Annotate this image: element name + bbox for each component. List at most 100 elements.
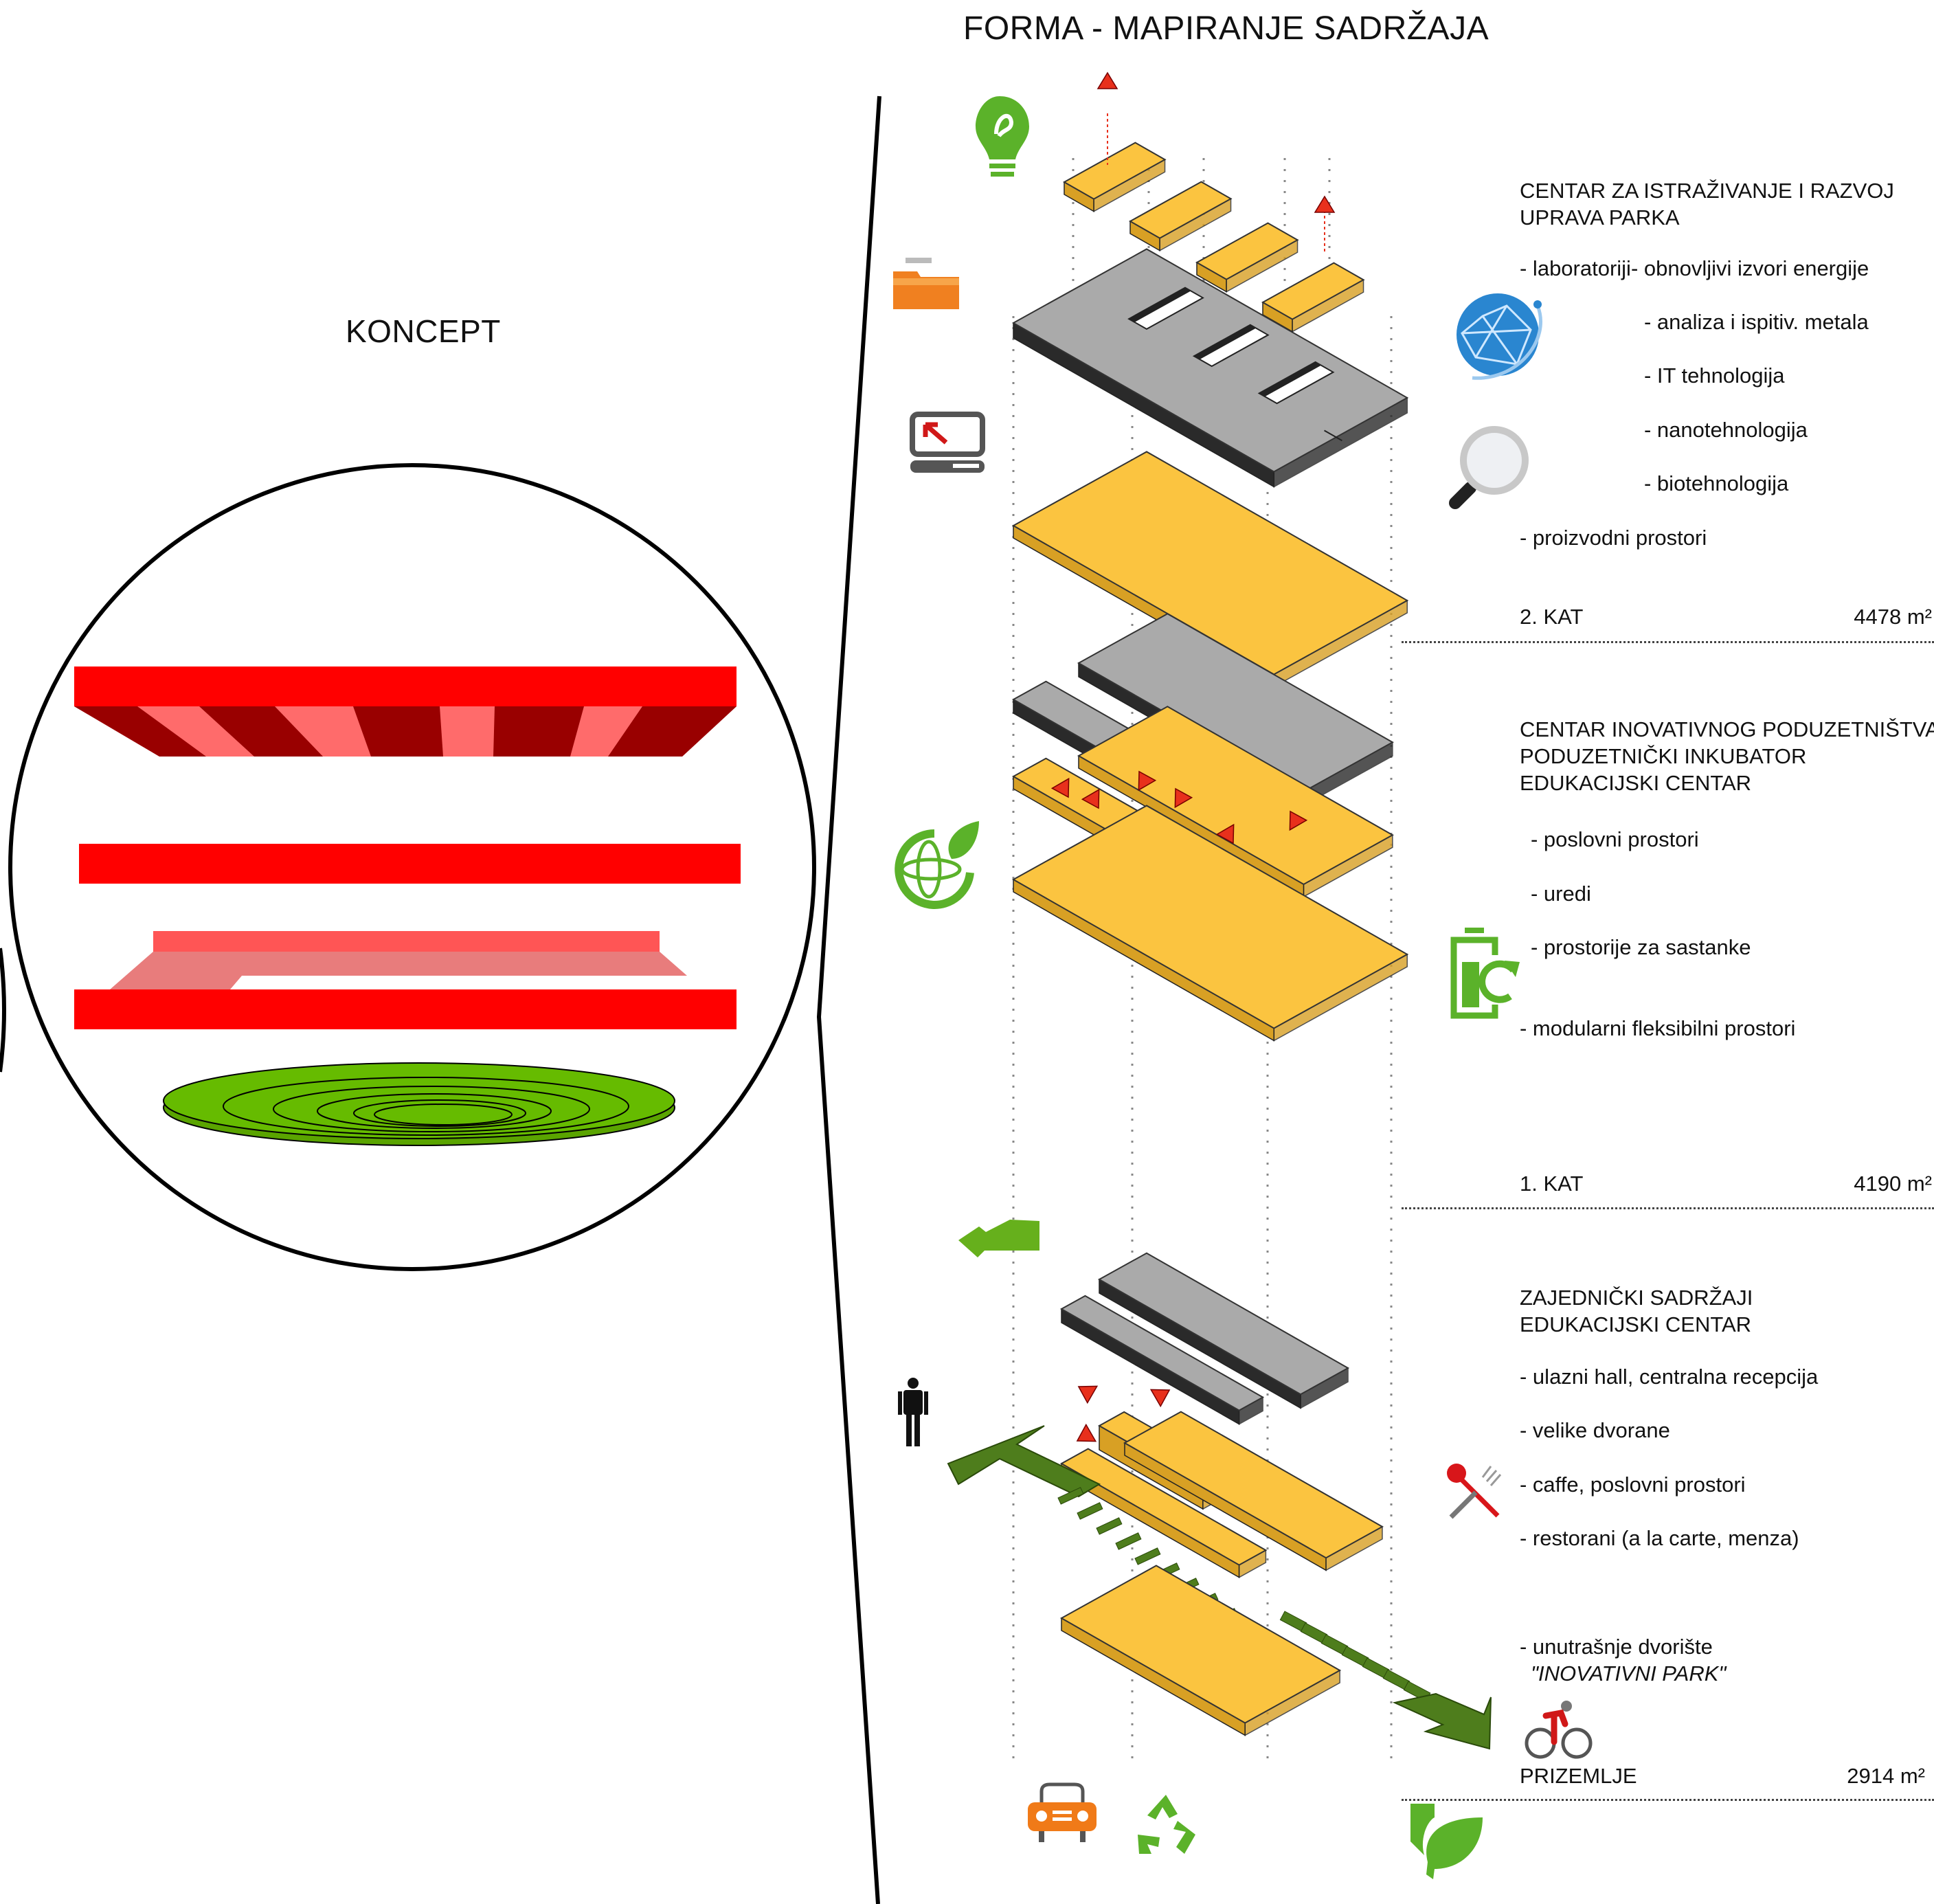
path-step — [1134, 1547, 1161, 1565]
slab-top — [1059, 1565, 1342, 1724]
flow-arrow-marker — [1314, 195, 1336, 213]
car-icon — [1028, 1782, 1097, 1842]
list-item: - ulazni hall, centralna recepcija — [1520, 1365, 1819, 1389]
floor-label: 2. KAT — [1520, 605, 1584, 629]
courtyard-name: "INOVATIVNI PARK" — [1531, 1661, 1727, 1685]
slab-top — [1128, 181, 1233, 239]
green-arrow-icon — [958, 1220, 1039, 1257]
slab-top — [1059, 1295, 1265, 1411]
heading-line: PODUZETNIČKI INKUBATOR — [1520, 744, 1807, 768]
leaf-icon — [1410, 1804, 1483, 1879]
list-item: - velike dvorane — [1520, 1418, 1670, 1442]
battery-recycle-icon — [1450, 928, 1520, 1019]
floor-separator — [1402, 641, 1934, 643]
list-item: - poslovni prostori — [1531, 827, 1699, 851]
magnifier-icon — [1449, 426, 1529, 509]
restaurant-icon — [1447, 1464, 1502, 1519]
recycle-icon — [1138, 1795, 1195, 1854]
floor-label: 1. KAT — [1520, 1172, 1584, 1196]
heading-line: UPRAVA PARKA — [1520, 205, 1680, 229]
slab-top — [1062, 142, 1167, 200]
roof-beam — [1261, 262, 1365, 333]
list-item: - modularni fleksibilni prostori — [1520, 1016, 1796, 1040]
slab-top — [1077, 706, 1394, 886]
slab-top — [1195, 222, 1299, 280]
computer-icon — [910, 412, 985, 473]
page-title: FORMA - MAPIRANJE SADRŽAJA — [963, 10, 1489, 47]
heading-line: CENTAR ZA ISTRAŽIVANJE I RAZVOJ — [1520, 179, 1894, 203]
flow-arrow-marker — [1076, 1423, 1097, 1442]
flow-arrow-marker — [1215, 823, 1235, 844]
concept-mid-level — [79, 844, 741, 884]
folder-icon — [893, 258, 959, 309]
eco-globe-icon — [895, 821, 979, 909]
slab-top — [1059, 1448, 1268, 1566]
path-step — [1057, 1487, 1084, 1505]
list-item: - proizvodni prostori — [1520, 526, 1707, 550]
floor-2-grey-slab — [1011, 248, 1409, 488]
list-item: - biotehnologija — [1644, 471, 1789, 495]
ground-yellow-slab — [1059, 1565, 1342, 1736]
roof-beam — [1128, 181, 1233, 251]
list-item: - restorani (a la carte, menza) — [1520, 1526, 1799, 1550]
opening-wall — [1193, 324, 1256, 360]
list-item: - analiza i ispitiv. metala — [1644, 310, 1869, 334]
floor-1-heading: CENTAR INOVATIVNOG PODUZETNIŠTVA PODUZET… — [1520, 716, 1934, 796]
list-item: - IT tehnologija — [1644, 363, 1785, 388]
floor-1-yellow-strip-back — [1077, 706, 1394, 898]
ground-floor-heading: ZAJEDNIČKI SADRŽAJI EDUKACIJSKI CENTAR — [1520, 1284, 1753, 1338]
ground-grey-slab-front — [1059, 1295, 1265, 1425]
floor-area: 4478 m² — [1854, 605, 1932, 629]
list-item: - nanotehnologija — [1644, 418, 1808, 442]
exploded-axonometric — [947, 71, 1492, 1759]
flow-arrow-marker — [1077, 1385, 1099, 1404]
flow-arrow-marker — [1289, 810, 1308, 831]
ground-yellow-strip-front — [1059, 1448, 1268, 1578]
path-step — [1077, 1502, 1103, 1520]
heading-line: ZAJEDNIČKI SADRŽAJI — [1520, 1286, 1753, 1310]
floor-separator — [1402, 1207, 1934, 1209]
path-step — [1096, 1517, 1123, 1535]
concept-green-disc — [163, 1062, 675, 1146]
concept-lower-level — [74, 931, 737, 1029]
heading-line: EDUKACIJSKI CENTAR — [1520, 1312, 1752, 1336]
floor-1-yellow-slab — [1011, 805, 1409, 1042]
heading-line: CENTAR INOVATIVNOG PODUZETNIŠTVA — [1520, 717, 1934, 741]
opening-wall — [1259, 361, 1321, 397]
green-path-arrow — [1392, 1692, 1492, 1750]
bicycle-icon — [1525, 1701, 1593, 1759]
green-path-arrow — [947, 1425, 1101, 1498]
ground-grey-slab-back — [1097, 1252, 1350, 1409]
globe-network-icon — [1457, 293, 1542, 380]
heading-line: EDUKACIJSKI CENTAR — [1520, 771, 1752, 795]
flow-arrow-marker — [1081, 788, 1100, 809]
roof-beam — [1195, 222, 1299, 293]
floor-area: 4190 m² — [1854, 1172, 1932, 1196]
ground-yellow-strip-back — [1123, 1411, 1384, 1571]
divider-line — [816, 96, 881, 1904]
path-step — [1115, 1532, 1142, 1550]
eco-lightbulb-icon — [976, 96, 1029, 177]
concept-top-level — [74, 667, 737, 757]
flow-arrow-marker — [1174, 787, 1193, 809]
floor-area: 2914 m² — [1847, 1764, 1925, 1788]
person-icon — [898, 1378, 928, 1446]
slab-top — [1123, 1411, 1384, 1559]
list-item: - unutrašnje dvorište — [1520, 1635, 1713, 1659]
list-item: - laboratoriji- obnovljivi izvori energi… — [1520, 256, 1869, 280]
slab-top — [1261, 262, 1365, 320]
floor-label: PRIZEMLJE — [1520, 1764, 1637, 1788]
flow-arrow-marker — [1138, 770, 1157, 792]
concept-title: KONCEPT — [346, 313, 501, 349]
flow-arrow-marker — [1149, 1389, 1171, 1408]
slab-top — [1097, 1252, 1350, 1396]
flow-arrow-marker — [1097, 71, 1118, 89]
floor-separator — [1402, 1799, 1934, 1801]
list-item: - uredi — [1531, 882, 1591, 906]
list-item: - caffe, poslovni prostori — [1520, 1472, 1746, 1497]
roof-beam — [1062, 142, 1167, 212]
slab-opening — [1324, 429, 1342, 442]
slab-top — [1011, 805, 1409, 1029]
floor-2-heading: CENTAR ZA ISTRAŽIVANJE I RAZVOJ UPRAVA P… — [1520, 177, 1894, 231]
